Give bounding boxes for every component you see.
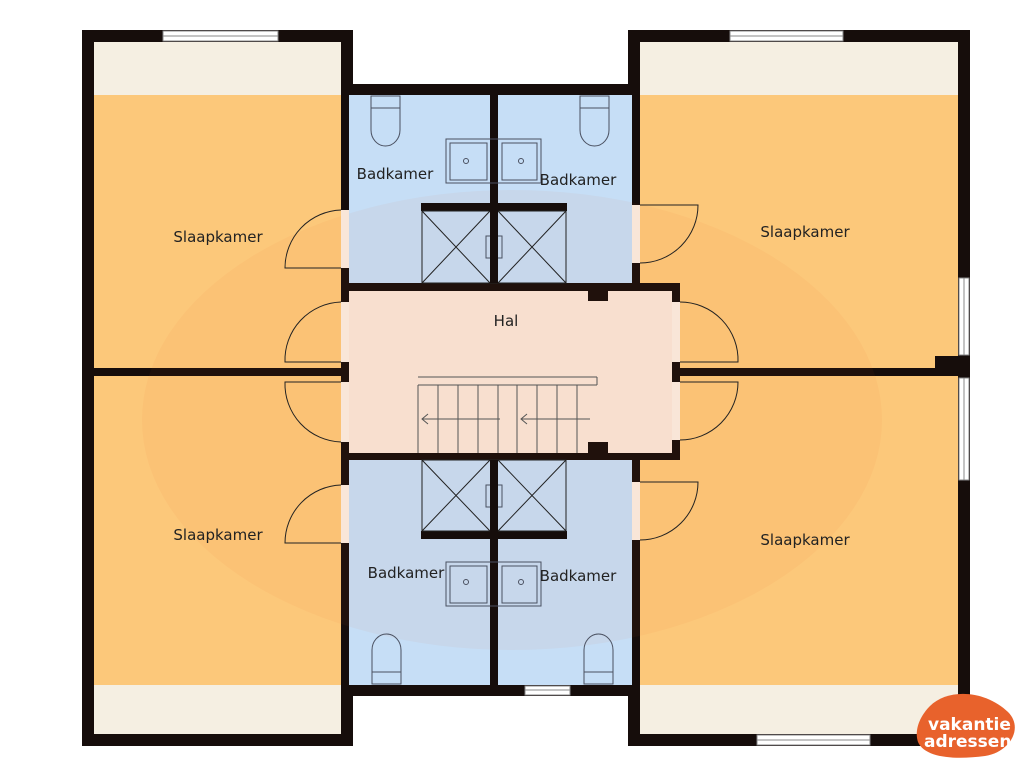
hall bbox=[349, 291, 672, 453]
bathrooms bbox=[349, 95, 632, 685]
staircase bbox=[417, 376, 598, 453]
logo-text-line2: adressen bbox=[924, 732, 1011, 752]
bedroom-top-right bbox=[640, 95, 958, 368]
bedroom-bottom-left bbox=[94, 376, 341, 685]
label-bedroom-top-right: Slaapkamer bbox=[760, 223, 850, 241]
label-bath-bottom-right: Badkamer bbox=[540, 567, 617, 585]
label-hall: Hal bbox=[494, 312, 519, 330]
bedroom-bottom-right bbox=[640, 376, 958, 685]
label-bedroom-bottom-left: Slaapkamer bbox=[173, 526, 263, 544]
bedrooms bbox=[94, 95, 958, 685]
watermark bbox=[142, 190, 882, 650]
logo-text-line1: vakantie bbox=[928, 715, 1011, 735]
balconies bbox=[94, 42, 958, 734]
label-bath-top-left: Badkamer bbox=[357, 165, 434, 183]
doors bbox=[284, 204, 739, 544]
vakantieadressen-logo: vakantie adressen bbox=[916, 693, 1015, 758]
toilets bbox=[370, 95, 614, 685]
sinks bbox=[445, 138, 542, 607]
label-bath-top-right: Badkamer bbox=[540, 171, 617, 189]
bedroom-top-left bbox=[94, 95, 341, 368]
label-bath-bottom-left: Badkamer bbox=[368, 564, 445, 582]
label-bedroom-bottom-right: Slaapkamer bbox=[760, 531, 850, 549]
label-bedroom-top-left: Slaapkamer bbox=[173, 228, 263, 246]
windows bbox=[162, 30, 970, 746]
